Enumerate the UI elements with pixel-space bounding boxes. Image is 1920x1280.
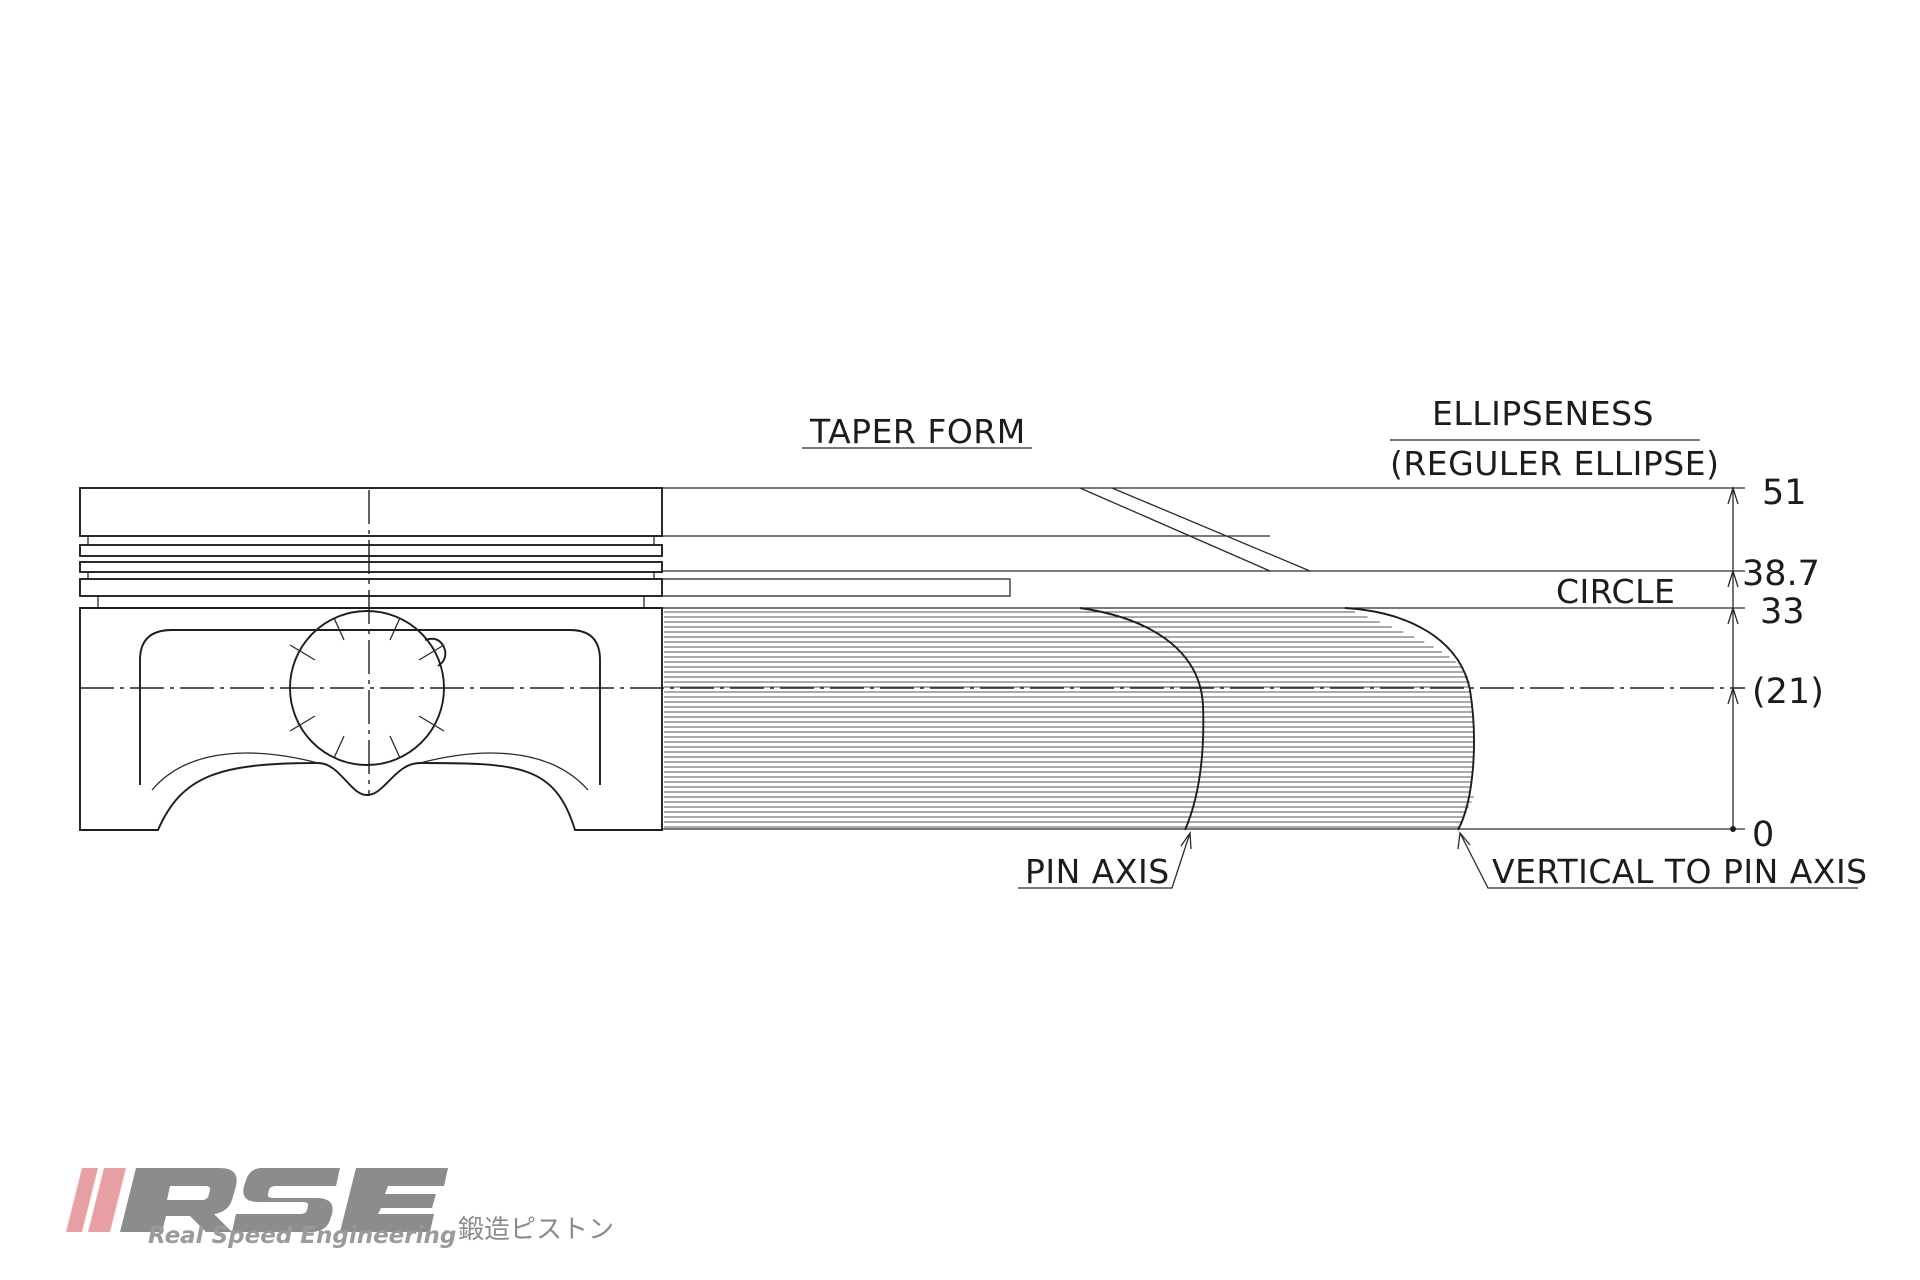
- pin-axis-callout: PIN AXIS: [1018, 831, 1192, 891]
- vertical-to-pin-axis-label: VERTICAL TO PIN AXIS: [1492, 852, 1868, 891]
- reguler-ellipse-subtitle: (REGULER ELLIPSE): [1390, 444, 1719, 483]
- circle-label: CIRCLE: [1556, 572, 1675, 611]
- taper-form-title: TAPER FORM: [809, 412, 1026, 451]
- brand-tagline: Real Speed Engineering: [148, 1223, 456, 1249]
- piston-outline: [79, 487, 663, 831]
- taper-profile: [661, 487, 1745, 831]
- pin-axis-label: PIN AXIS: [1025, 852, 1170, 891]
- dimension-scale: 51 38.7 33 (21) 0: [1727, 473, 1824, 855]
- rse-logo: Real Speed Engineering 鍛造ピストン: [66, 1168, 614, 1249]
- dim-21: (21): [1752, 672, 1824, 712]
- brand-japanese: 鍛造ピストン: [458, 1215, 614, 1245]
- dim-0: 0: [1752, 815, 1774, 855]
- rse-logo-mark: [66, 1168, 448, 1232]
- dim-38-7: 38.7: [1742, 554, 1820, 594]
- vertical-pin-axis-callout: VERTICAL TO PIN AXIS: [1457, 831, 1868, 891]
- skirt-hatching: [664, 611, 1474, 828]
- dim-51: 51: [1762, 473, 1807, 513]
- dim-33: 33: [1760, 592, 1805, 632]
- ellipseness-title: ELLIPSENESS: [1432, 394, 1654, 433]
